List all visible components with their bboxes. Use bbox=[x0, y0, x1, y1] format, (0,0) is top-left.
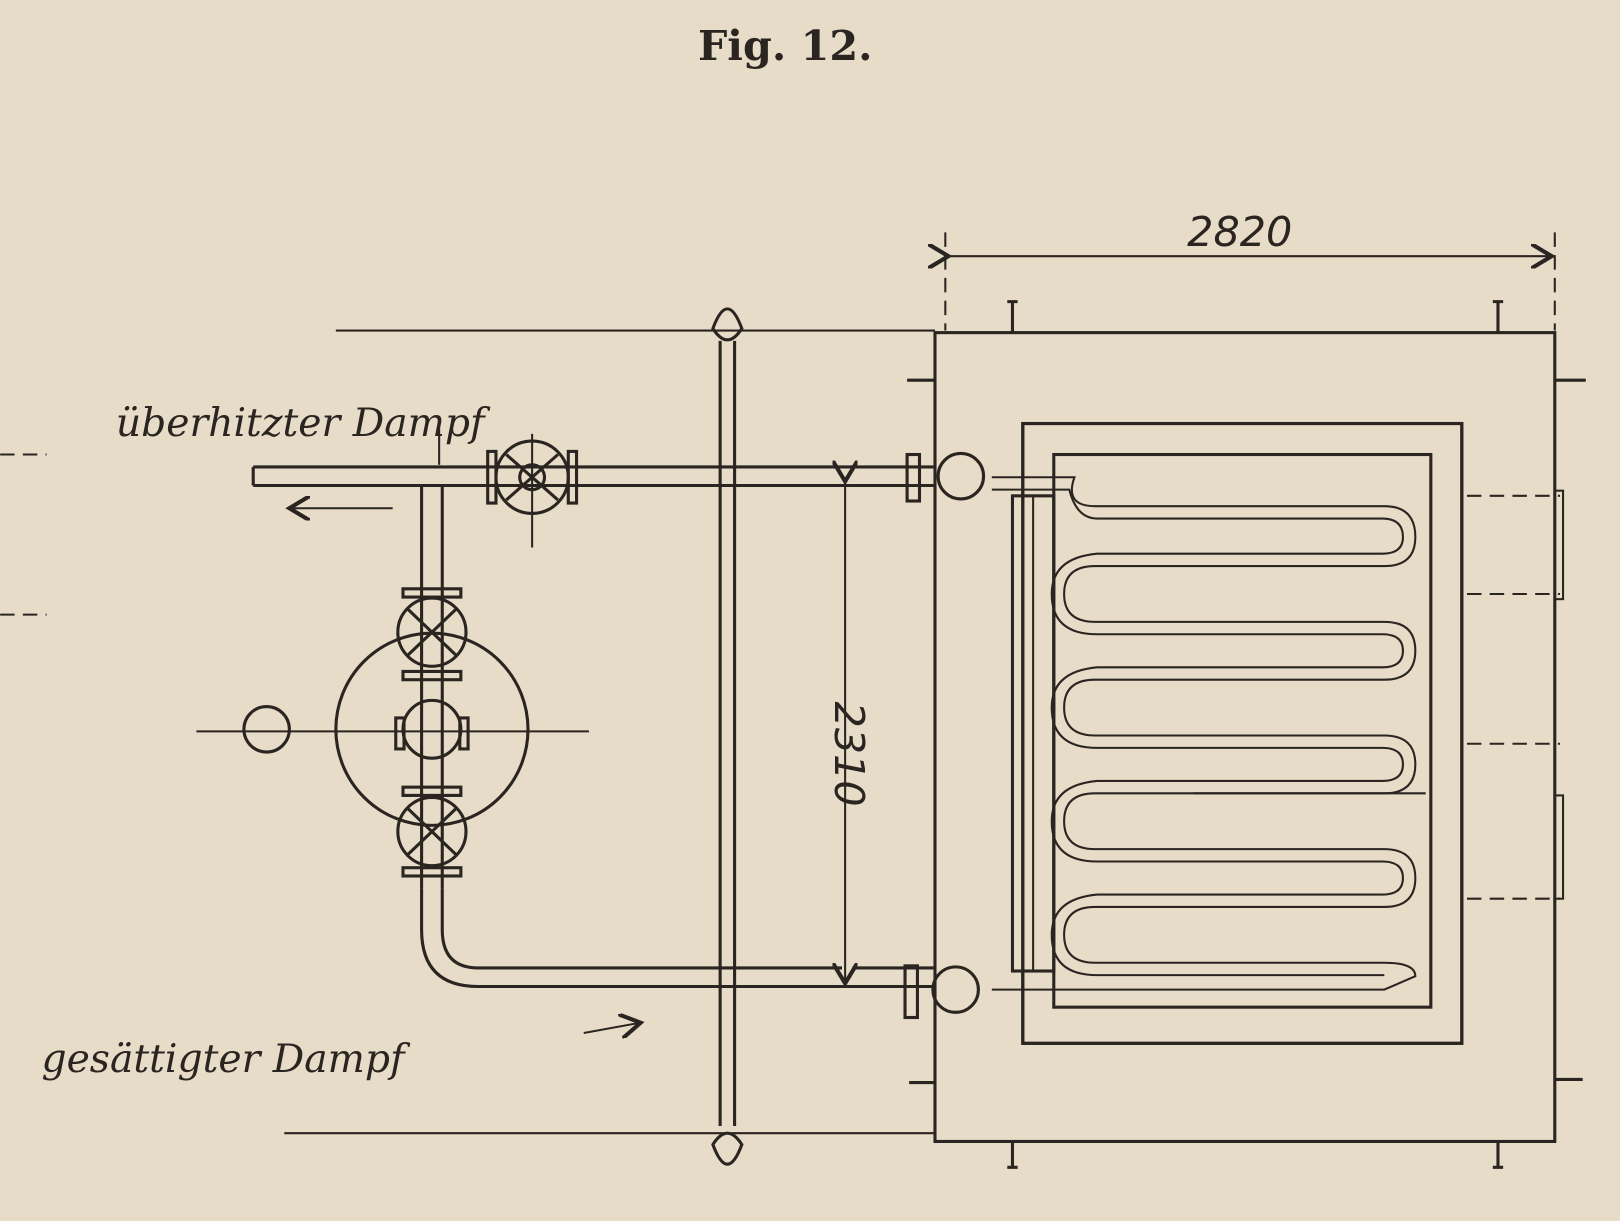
saturated-steam-label: gesättigter Dampf bbox=[41, 1037, 411, 1082]
gauge-icon bbox=[242, 705, 291, 754]
width-dimension-label: 2820 bbox=[1187, 208, 1292, 256]
valve-top bbox=[486, 433, 579, 548]
vertical-bypass-pipe bbox=[420, 428, 444, 889]
width-dimension: 2820 bbox=[945, 208, 1556, 331]
furnace-block bbox=[907, 300, 1586, 1169]
figure-title: Fig. 12. bbox=[698, 21, 872, 70]
superheated-steam-label: überhitzter Dampf bbox=[116, 401, 491, 446]
height-dimension: 2310 bbox=[825, 481, 873, 983]
saturated-steam-pipe bbox=[420, 888, 980, 1033]
serpentine-coil bbox=[991, 476, 1417, 991]
valve-lower bbox=[396, 785, 468, 878]
height-dimension-label: 2310 bbox=[825, 702, 873, 807]
superheated-steam-pipe bbox=[251, 451, 986, 508]
support-rod bbox=[711, 307, 744, 1166]
steam-separator bbox=[196, 631, 589, 827]
valve-upper bbox=[396, 587, 468, 682]
